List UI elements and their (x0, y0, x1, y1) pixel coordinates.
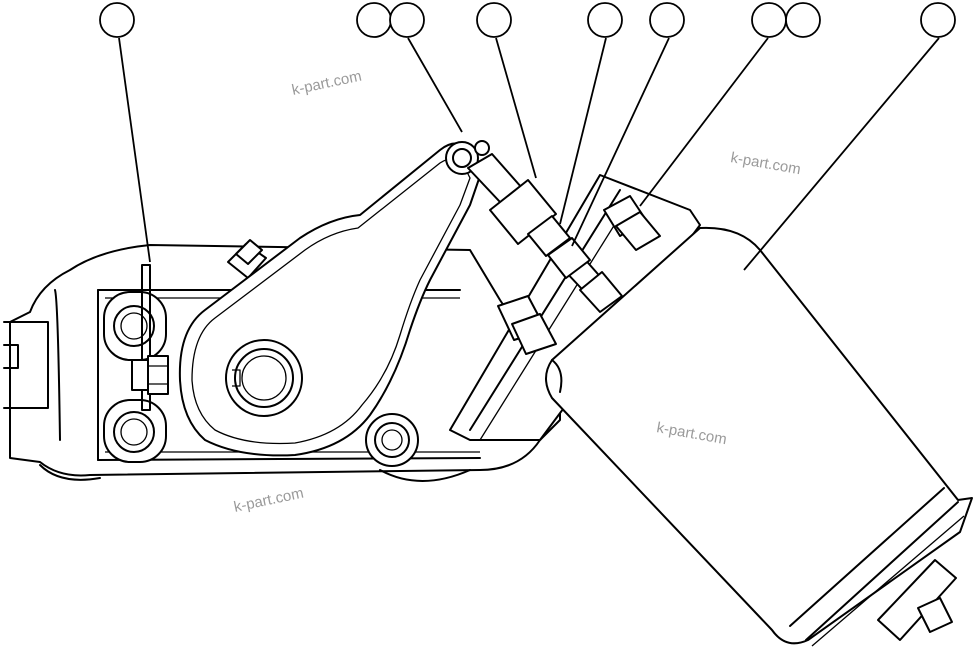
housing-bolt-top (227, 239, 267, 279)
callout-4 (476, 2, 512, 38)
callout-3 (389, 2, 425, 38)
link-end (579, 271, 623, 313)
link-nut-1 (527, 215, 571, 257)
link-nut-2 (547, 237, 591, 279)
callout-8 (785, 2, 821, 38)
callout-1 (99, 2, 135, 38)
link-sleeve (489, 179, 557, 245)
callout-2 (356, 2, 392, 38)
spline-boss-bottom-left (103, 399, 167, 463)
electric-motor (545, 226, 973, 647)
watermark-2: k-part.com (729, 149, 802, 178)
callout-6 (649, 2, 685, 38)
mount-bolt-upper (603, 195, 661, 251)
motor-end-cap (877, 559, 957, 641)
callout-5 (587, 2, 623, 38)
callout-7 (751, 2, 787, 38)
spline-boss-top-left (103, 291, 167, 361)
watermark-1: k-part.com (290, 68, 363, 99)
mount-bolt-lower (497, 295, 557, 355)
watermark-4: k-part.com (232, 485, 305, 516)
bracket-bolt-left (131, 264, 169, 411)
leader-lines (118, 37, 940, 271)
spline-boss-bottom-right (365, 413, 419, 467)
crank-arm (178, 142, 483, 457)
callout-9 (920, 2, 956, 38)
